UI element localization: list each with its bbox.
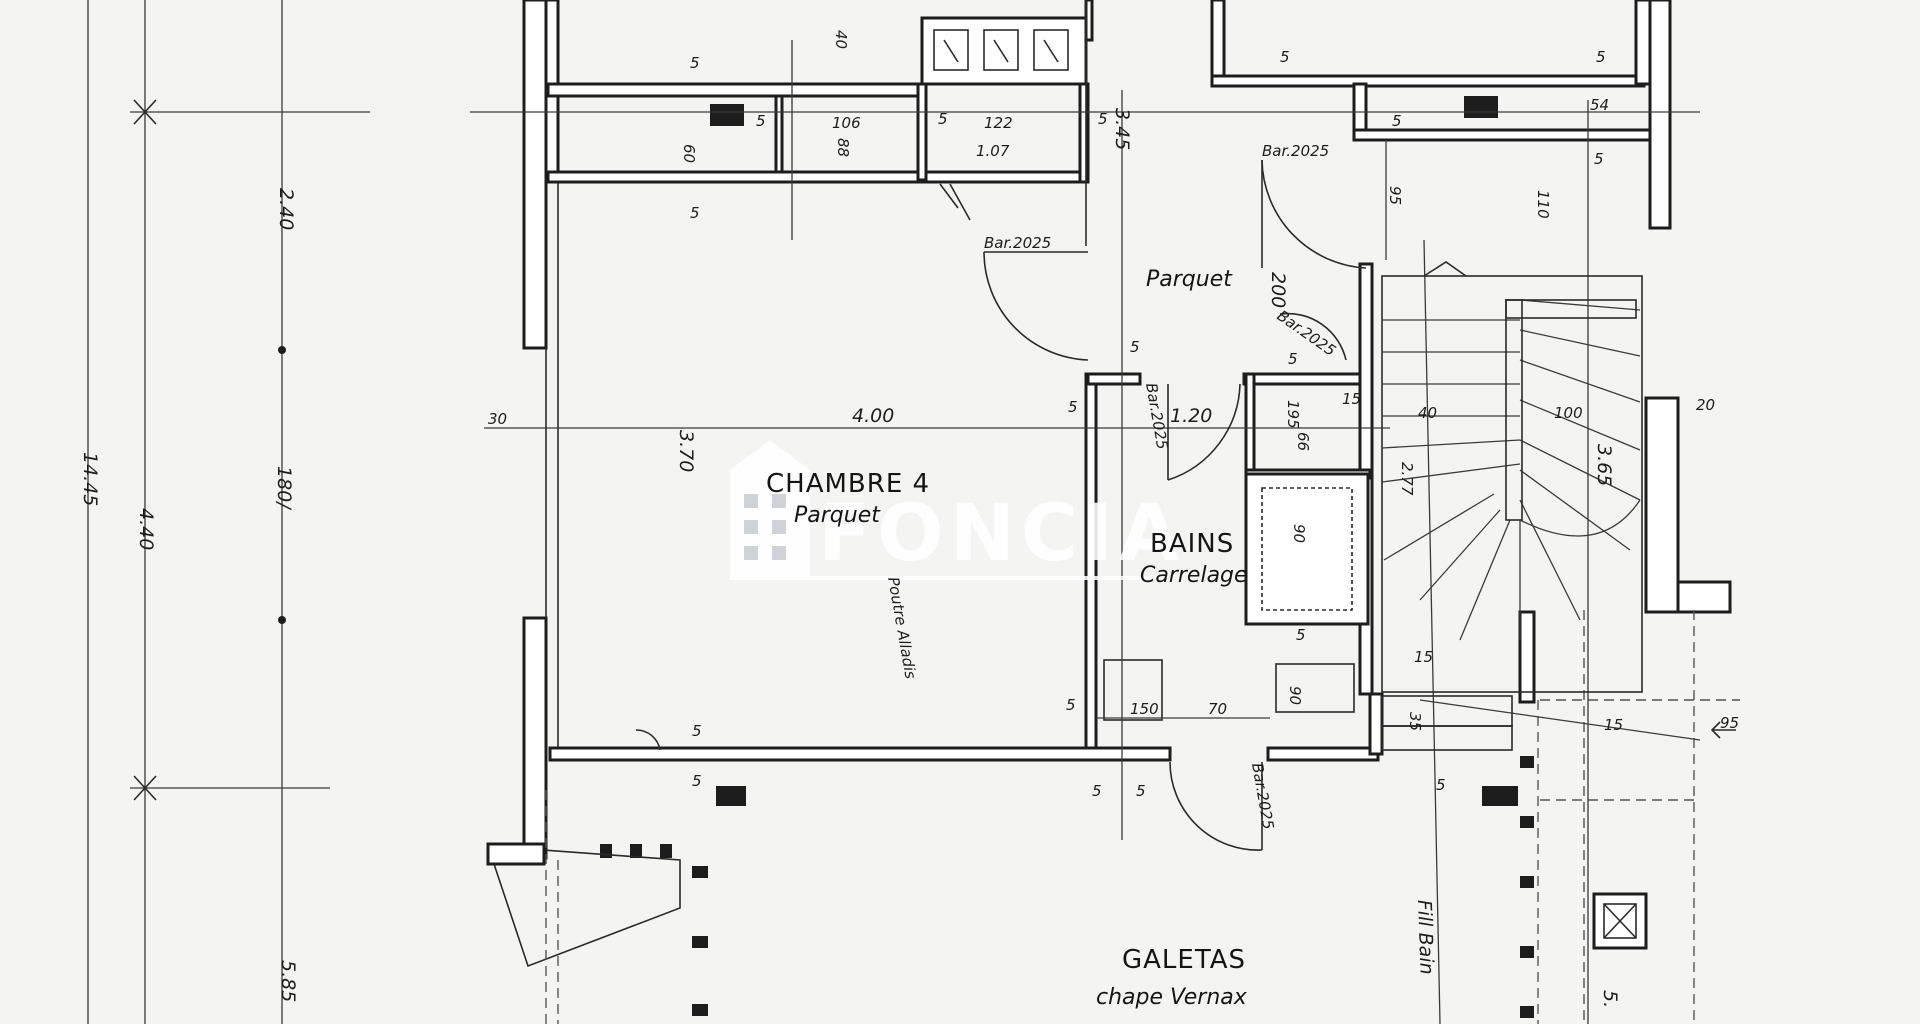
dim-5-m: 5 xyxy=(1288,350,1298,368)
room-floor-hall: Parquet xyxy=(1146,267,1233,292)
room-name-chambre: CHAMBRE 4 xyxy=(766,469,930,499)
dim-5-i: 5 xyxy=(1596,48,1606,66)
dim-70: 70 xyxy=(1208,700,1227,718)
dim-122: 122 xyxy=(984,114,1013,132)
dim-total-height: 14.45 xyxy=(79,452,101,506)
room-floor-bains: Carrelage xyxy=(1140,563,1248,588)
dim-15-b: 15 xyxy=(1414,648,1433,666)
dim-5-n: 5 xyxy=(1296,626,1306,644)
dim-5-e: 5 xyxy=(756,112,766,130)
dim-15-c: 15 xyxy=(1604,716,1623,734)
door-label-2: Bar.2025 xyxy=(1262,142,1329,160)
watermark-brand: FONCIA xyxy=(818,489,1186,579)
door-label-4: Bar.2025 xyxy=(1274,307,1339,360)
dim-5-c: 5 xyxy=(690,54,700,72)
dim-5-j: 5 xyxy=(1392,112,1402,130)
dim-90-b: 90 xyxy=(1290,524,1308,543)
dim-4-00: 4.00 xyxy=(852,405,894,427)
dim-2-77: 2.77 xyxy=(1398,462,1416,496)
dim-90-a: 90 xyxy=(1286,686,1304,705)
dim-150: 150 xyxy=(1130,700,1159,718)
dim-5-q: 5 xyxy=(1092,782,1102,800)
dim-54: 54 xyxy=(1590,96,1609,114)
dim-106: 106 xyxy=(832,114,861,132)
door-label-1: Bar.2025 xyxy=(984,234,1051,252)
dim-66: 66 xyxy=(1294,432,1312,451)
dim-3-65: 3.65 xyxy=(1593,444,1615,486)
dim-5-h: 5 xyxy=(1280,48,1290,66)
dim-side: 180/ xyxy=(273,466,295,511)
walls xyxy=(486,0,1732,1018)
dim-30: 30 xyxy=(488,410,507,428)
dim-60: 60 xyxy=(680,144,698,163)
dim-95-b: 95 xyxy=(1720,714,1739,732)
door-label-5: Bar.2025 xyxy=(1248,762,1277,831)
door-label-3: Bar.2025 xyxy=(1142,382,1171,451)
foncia-watermark xyxy=(730,440,810,580)
dim-100: 100 xyxy=(1554,404,1583,422)
dim-5-dot: 5. xyxy=(1599,990,1621,1008)
dim-3-70: 3.70 xyxy=(675,430,697,472)
note-wall: Poutre Alladis xyxy=(884,576,920,681)
dim-88: 88 xyxy=(834,138,852,157)
dim-3-45: 3.45 xyxy=(1111,108,1133,150)
dim-5-f: 5 xyxy=(938,110,948,128)
dim-20: 20 xyxy=(1696,396,1715,414)
dim-segment-1: 2.40 xyxy=(275,188,297,230)
dim-5-k: 5 xyxy=(1594,150,1604,168)
construction-lines xyxy=(470,40,1740,1024)
dim-5-p: 5 xyxy=(692,772,702,790)
dim-1-20: 1.20 xyxy=(1170,405,1212,427)
dim-5-b: 5 xyxy=(1066,696,1076,714)
dim-40-b: 40 xyxy=(1418,404,1437,422)
dim-15-a: 15 xyxy=(1342,390,1361,408)
dim-195: 195 xyxy=(1284,400,1302,429)
doors xyxy=(635,159,1367,851)
dim-5-r: 5 xyxy=(1136,782,1146,800)
dim-110: 110 xyxy=(1534,190,1552,219)
dim-5-o: 5 xyxy=(692,722,702,740)
room-floor-galetas: chape Vernax xyxy=(1096,985,1248,1010)
dim-segment-3: 5.85 xyxy=(277,960,299,1002)
dim-5-g: 5 xyxy=(1098,110,1108,128)
dim-segment-2: 4.40 xyxy=(135,508,157,550)
room-name-galetas: GALETAS xyxy=(1122,945,1246,975)
dim-5-s: 5 xyxy=(1436,776,1446,794)
room-floor-chambre: Parquet xyxy=(794,503,881,528)
dim-5-l: 5 xyxy=(1130,338,1140,356)
dim-1-07: 1.07 xyxy=(976,142,1010,160)
dim-5-d: 5 xyxy=(690,204,700,222)
room-name-bains: BAINS xyxy=(1150,529,1234,559)
dim-35: 35 xyxy=(1406,712,1424,731)
note-fill: Fill Bain xyxy=(1413,899,1438,975)
dim-5-a: 5 xyxy=(1068,398,1078,416)
staircase xyxy=(1381,261,1643,751)
dim-95: 95 xyxy=(1386,186,1404,205)
left-dimension-lines xyxy=(87,0,370,1024)
dim-40-a: 40 xyxy=(832,30,850,49)
dim-200: 200 xyxy=(1267,272,1289,308)
